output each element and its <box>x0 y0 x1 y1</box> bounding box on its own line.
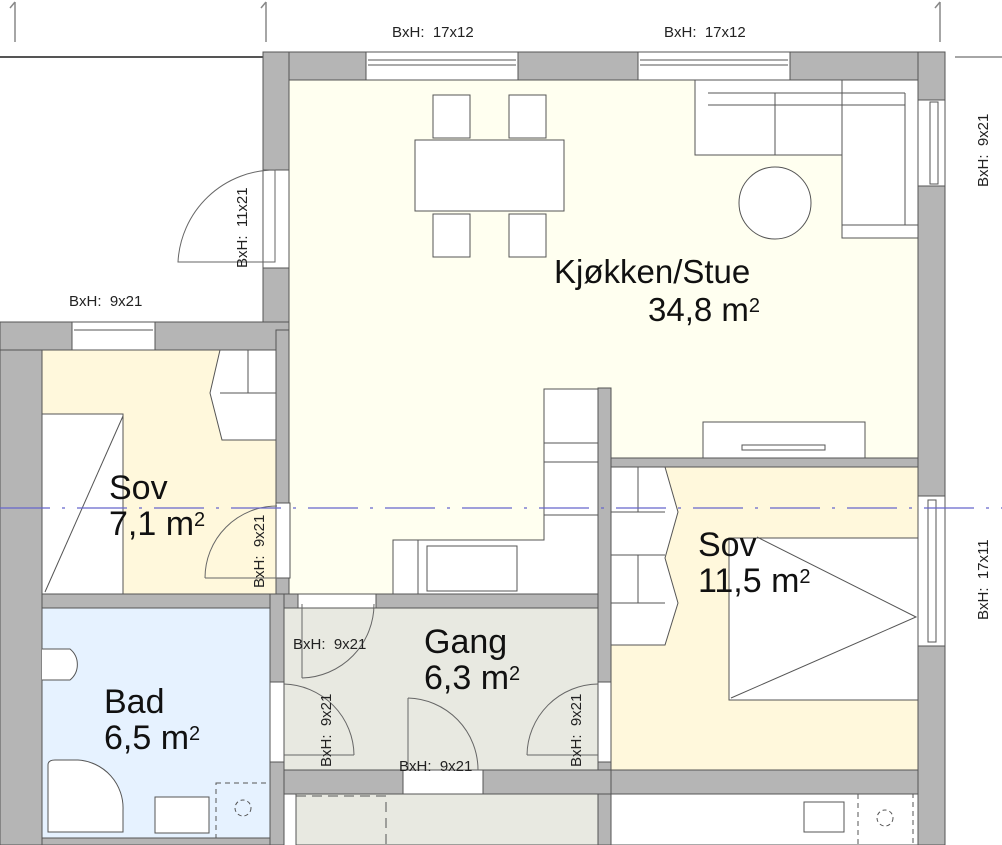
opening-label: BxH: 9x21 <box>568 693 585 767</box>
room-area: 6,3 m <box>424 659 510 697</box>
toilet <box>42 648 78 681</box>
bed-small <box>41 413 124 595</box>
dimension-lines <box>0 1 1002 58</box>
opening-label: BxH: 11x21 <box>234 187 251 268</box>
kitchen-counter <box>392 388 599 595</box>
room-name: Bad <box>104 683 165 721</box>
hall-floor <box>283 607 599 771</box>
room-label-bath: Bad 6,5 m2 <box>104 684 200 756</box>
room-name: Sov <box>698 526 757 564</box>
room-area: 11,5 m <box>698 562 800 600</box>
sink <box>154 796 210 834</box>
room-area: 34,8 m <box>648 291 749 328</box>
tv-bench <box>702 421 866 459</box>
opening-label: BxH: 9x21 <box>69 293 143 310</box>
room-area-wrap: 34,8 m2 <box>554 292 760 328</box>
area-superscript: 2 <box>194 509 206 531</box>
room-name: Kjøkken/Stue <box>554 253 751 290</box>
opening-label: BxH: 17x12 <box>392 24 474 41</box>
area-superscript: 2 <box>509 663 521 685</box>
wardrobe-small <box>209 349 277 441</box>
opening-label: BxH: 9x21 <box>318 693 335 767</box>
bed-large <box>728 537 919 701</box>
opening-label: BxH: 9x21 <box>399 758 473 775</box>
area-superscript: 2 <box>799 566 811 588</box>
opening-label: BxH: 9x21 <box>975 113 992 187</box>
area-superscript: 2 <box>189 723 201 745</box>
room-area-wrap: 6,5 m2 <box>104 720 200 756</box>
room-label-kitchen: Kjøkken/Stue 34,8 m2 <box>554 254 760 328</box>
area-superscript: 2 <box>748 295 761 317</box>
room-name: Sov <box>109 469 168 507</box>
room-label-large-bedroom: Sov 11,5 m2 <box>698 527 811 599</box>
windows <box>71 51 946 647</box>
doors <box>177 169 612 795</box>
room-label-small-bedroom: Sov 7,1 m2 <box>109 470 205 542</box>
room-name: Gang <box>424 623 508 661</box>
room-area-wrap: 6,3 m2 <box>424 660 520 696</box>
opening-label: BxH: 9x21 <box>251 514 268 588</box>
dining-table <box>414 139 565 212</box>
room-area: 7,1 m <box>109 505 195 543</box>
room-area-wrap: 7,1 m2 <box>109 506 205 542</box>
shower <box>47 759 124 833</box>
room-label-hall: Gang 6,3 m2 <box>424 624 520 696</box>
opening-label: BxH: 9x21 <box>293 636 367 653</box>
room-area: 6,5 m <box>104 719 190 757</box>
room-area-wrap: 11,5 m2 <box>698 563 811 599</box>
coffee-table <box>738 166 812 240</box>
opening-label: BxH: 17x11 <box>975 539 992 620</box>
opening-label: BxH: 17x12 <box>664 24 746 41</box>
furniture <box>41 79 919 845</box>
